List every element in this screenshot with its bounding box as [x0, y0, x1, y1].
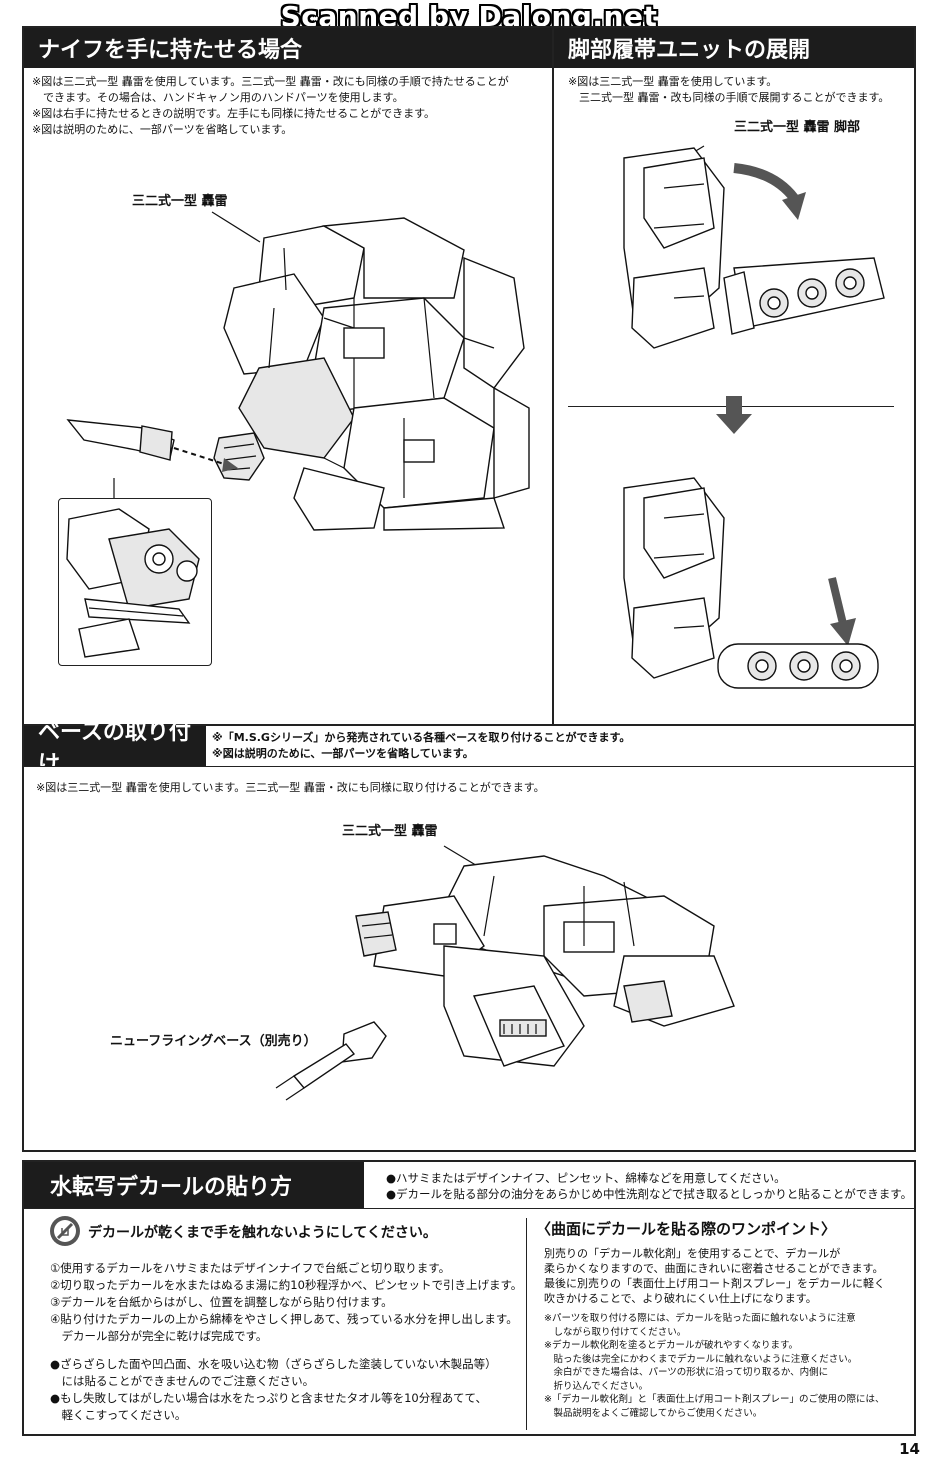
decal-step: ①使用するデカールをハサミまたはデザインナイフで台紙ごと切り取ります。 — [50, 1261, 451, 1275]
track-deployed-illustration — [623, 477, 879, 689]
decal-header-bullet: ●デカールを貼る部分の油分をあらかじめ中性洗剤などで拭き取るとしっかりと貼ること… — [386, 1187, 913, 1201]
base-note: ※図は三二式一型 轟雷を使用しています。三二式一型 轟雷・改にも同様に取り付ける… — [36, 781, 545, 794]
track-notes: ※図は三二式一型 轟雷を使用しています。 三二式一型 轟雷・改も同様の手順で展開… — [568, 74, 914, 106]
base-header-note-line: ※「M.S.Gシリーズ」から発売されている各種ベースを取り付けることができます。 — [212, 731, 631, 744]
base-section-title: ベースの取り付け — [24, 720, 206, 777]
decal-tip-note: 余白ができた場合は、パーツの形状に沿って切り取るか、内側に — [544, 1367, 829, 1378]
decal-step: デカール部分が完全に乾けば完成です。 — [50, 1329, 268, 1343]
decal-step: ④貼り付けたデカールの上から綿棒をやさしく押しあて、残っている水分を押し出します… — [50, 1312, 518, 1326]
track-note-line: ※図は三二式一型 轟雷を使用しています。 — [568, 75, 778, 88]
flying-base-label: ニューフライングベース（別売り） — [110, 1034, 317, 1049]
decal-tip-divider — [526, 1218, 527, 1430]
knife-note-line: ※図は右手に持たせるときの説明です。左手にも同様に持たせることができます。 — [32, 107, 436, 120]
decal-tip-note: 貼った後は完全にかわくまでデカールに触れないように注意ください。 — [544, 1353, 858, 1365]
down-arrow-icon — [716, 396, 752, 434]
knife-note-line: ※図は三二式一型 轟雷を使用しています。三二式一型 轟雷・改にも同様の手順で持た… — [32, 75, 509, 88]
decal-tip-line: 柔らかくなりますので、曲面にきれいに密着させることができます。 — [544, 1262, 884, 1275]
base-header-rule — [24, 766, 914, 767]
decal-caution: ●ざらざらした面や凹凸面、水を吸い込む物（ざらざらした塗装していない木製品等） — [50, 1357, 497, 1371]
base-model-label: 三二式一型 轟雷 — [342, 824, 438, 839]
decal-caution: ●もし失敗してはがしたい場合は水をたっぷりと含ませたタオル等を10分程あてて、 — [50, 1391, 487, 1405]
decal-header-bullet: ●ハサミまたはデザインナイフ、ピンセット、綿棒などを用意してください。 — [386, 1171, 786, 1185]
decal-tip-note: 折り込んでください。 — [544, 1380, 649, 1392]
base-robot-illustration — [275, 845, 735, 1101]
knife-model-label: 三二式一型 轟雷 — [132, 194, 228, 209]
decal-tip-note: ※デカール軟化剤を塗るとデカールが破れやすくなります。 — [544, 1340, 799, 1351]
base-panel: ベースの取り付け ※「M.S.Gシリーズ」から発売されている各種ベースを取り付け… — [22, 720, 916, 1152]
decal-step: ②切り取ったデカールを水またはぬるま湯に約10秒程浮かべ、ピンセットで引き上げま… — [50, 1278, 523, 1292]
knife-panel: ナイフを手に持たせる場合 ※図は三二式一型 轟雷を使用しています。三二式一型 轟… — [22, 26, 554, 726]
knife-robot-illustration — [66, 211, 530, 531]
decal-header-rule — [24, 1208, 914, 1209]
decal-steps: ①使用するデカールをハサミまたはデザインナイフで台紙ごと切り取ります。 ②切り取… — [50, 1260, 530, 1345]
decal-tip-line: 最後に別売りの「表面仕上げ用コート剤スプレー」をデカールに軽く — [544, 1277, 885, 1290]
track-stowed-illustration — [623, 145, 885, 349]
track-section-title: 脚部履帯ユニットの展開 — [554, 28, 914, 68]
decal-caution: には貼ることができませんのでご注意ください。 — [50, 1374, 315, 1388]
decal-header-bullets: ●ハサミまたはデザインナイフ、ピンセット、綿棒などを用意してください。 ●デカー… — [386, 1170, 916, 1202]
decal-tip-note: ※パーツを取り付ける際には、デカールを貼った面に触れないように注意 — [544, 1313, 856, 1324]
track-note-line: 三二式一型 轟雷・改も同様の手順で展開することができます。 — [568, 91, 890, 104]
decal-tip-note: ※「デカール軟化剤」と「表面仕上げ用コート剤スプレー」のご使用の際には、 — [544, 1394, 885, 1405]
page-number: 14 — [899, 1440, 920, 1458]
decal-cautions: ●ざらざらした面や凹凸面、水を吸い込む物（ざらざらした塗装していない木製品等） … — [50, 1356, 530, 1424]
knife-notes: ※図は三二式一型 轟雷を使用しています。三二式一型 轟雷・改にも同様の手順で持た… — [32, 74, 552, 138]
decal-tip-notes: ※パーツを取り付ける際には、デカールを貼った面に触れないように注意 しながら取り… — [544, 1312, 914, 1420]
decal-section-title: 水転写デカールの貼り方 — [24, 1162, 364, 1208]
decal-tip-line: 別売りの「デカール軟化剤」を使用することで、デカールが — [544, 1247, 841, 1260]
decal-tip-note: 製品説明をよくご確認してからご使用ください。 — [544, 1407, 763, 1419]
decal-tip-title: 〈曲面にデカールを貼る際のワンポイント〉 — [536, 1220, 837, 1238]
decal-tip-note: しながら取り付けてください。 — [544, 1326, 687, 1338]
track-wheels — [759, 268, 865, 318]
decal-caution: 軽くこすってください。 — [50, 1408, 187, 1422]
track-panel: 脚部履帯ユニットの展開 ※図は三二式一型 轟雷を使用しています。 三二式一型 轟… — [552, 26, 916, 726]
track-model-label: 三二式一型 轟雷 脚部 — [734, 120, 861, 135]
no-touch-icon — [50, 1216, 80, 1246]
decal-panel: 水転写デカールの貼り方 ●ハサミまたはデザインナイフ、ピンセット、綿棒などを用意… — [22, 1160, 916, 1436]
decal-tip-line: 吹きかけることで、より破れにくい仕上げになります。 — [544, 1292, 817, 1305]
base-header-notes: ※「M.S.Gシリーズ」から発売されている各種ベースを取り付けることができます。… — [212, 730, 912, 762]
decal-tip-body: 別売りの「デカール軟化剤」を使用することで、デカールが 柔らかくなりますので、曲… — [544, 1246, 914, 1306]
knife-section-title: ナイフを手に持たせる場合 — [24, 28, 552, 68]
base-header-note-line: ※図は説明のために、一部パーツを省略しています。 — [212, 747, 474, 760]
knife-inset-detail — [58, 498, 212, 666]
decal-warning: デカールが乾くまで手を触れないようにしてください。 — [88, 1225, 437, 1241]
knife-note-line: ※図は説明のために、一部パーツを省略しています。 — [32, 123, 293, 136]
knife-note-line: できます。その場合は、ハンドキャノン用のハンドパーツを使用します。 — [32, 91, 404, 104]
knife-inset-illustration — [66, 508, 200, 658]
decal-step: ③デカールを台紙からはがし、位置を調整しながら貼り付けます。 — [50, 1295, 393, 1309]
